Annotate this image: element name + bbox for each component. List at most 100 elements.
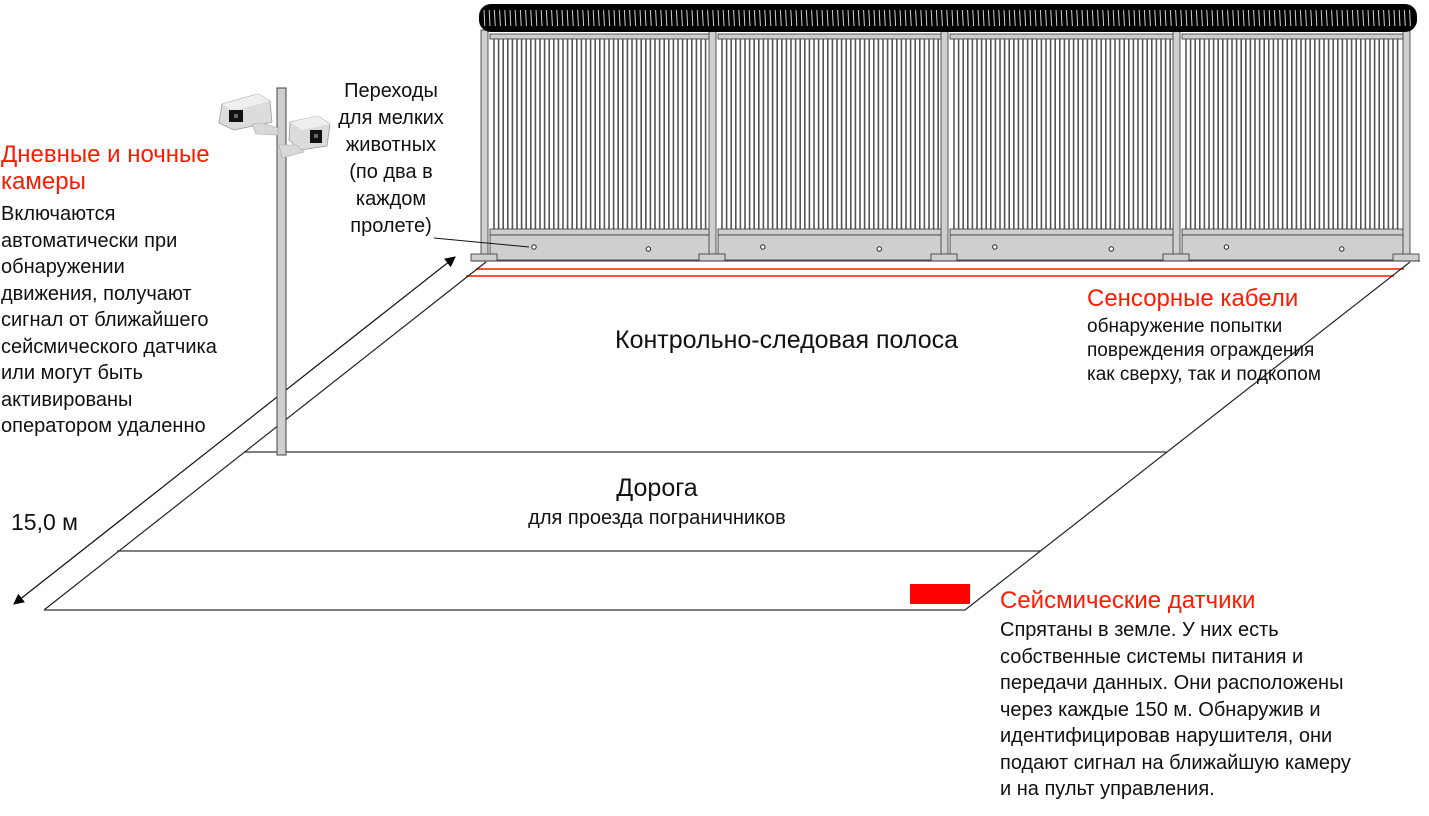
- animal-passage-hole: [992, 244, 998, 250]
- barbed-wire-loop: [894, 9, 897, 27]
- barbed-wire-loop: [961, 9, 964, 27]
- barbed-wire-loop: [1123, 9, 1125, 27]
- barbed-wire-loop: [1039, 9, 1042, 27]
- barbed-wire-loop: [800, 9, 803, 27]
- seismic-sensors-line: и на пульт управления.: [1000, 778, 1215, 800]
- barbed-wire-loop: [1284, 9, 1287, 27]
- barbed-wire-loop: [556, 9, 559, 27]
- animal-passages-line: пролете): [350, 215, 432, 237]
- fence-post: [1172, 29, 1181, 257]
- cameras-title-line: камеры: [1, 168, 86, 195]
- barbed-wire-loop: [920, 9, 923, 27]
- barbed-wire-loop: [1138, 9, 1141, 27]
- barbed-wire-loop: [675, 9, 678, 27]
- fence-plinth: [489, 234, 711, 261]
- barbed-wire-loop: [1112, 9, 1115, 27]
- cameras-description-line: Включаются: [1, 203, 116, 225]
- barbed-wire-loop: [1034, 9, 1037, 27]
- barbed-wire-loop: [1403, 9, 1406, 27]
- barbed-wire-loop: [618, 9, 621, 27]
- fence-top-rail: [717, 33, 943, 40]
- fence-post-footing: [470, 253, 498, 262]
- cameras-description-line: обнаружении: [1, 256, 125, 278]
- barbed-wire-loop: [587, 9, 590, 27]
- barbed-wire-loop: [790, 9, 793, 27]
- barbed-wire-loop: [733, 9, 735, 27]
- animal-passage-hole: [645, 246, 652, 252]
- barbed-wire-loop: [634, 9, 637, 27]
- barbed-wire-loop: [603, 9, 605, 27]
- barbed-wire-loop: [670, 9, 673, 27]
- barbed-wire-loop: [1268, 9, 1271, 27]
- seismic-sensors-line: через каждые 150 м. Обнаружив и: [1000, 698, 1321, 721]
- barbed-wire-loop: [561, 9, 564, 27]
- animal-passage-leader: [433, 237, 530, 248]
- barbed-wire-loop: [915, 9, 917, 27]
- fence-top-rail: [489, 33, 711, 40]
- barbed-wire-loop: [707, 9, 709, 27]
- cameras-description-line: автоматически при: [1, 229, 178, 252]
- fence-post: [940, 29, 949, 257]
- cameras-description-line: сейсмического датчика: [1, 335, 217, 358]
- animal-passages-label: Переходы для мелких животных (по два в к…: [326, 78, 456, 240]
- barbed-wire-loop: [1320, 9, 1323, 27]
- animal-passage-hole: [876, 246, 882, 252]
- barbed-wire-loop: [977, 9, 980, 27]
- sensor-cables-line: обнаружение попытки: [1087, 316, 1283, 337]
- barbed-wire-loop: [1180, 9, 1183, 27]
- seismic-sensors-line: собственные системы питания и: [1000, 645, 1304, 668]
- barbed-wire-loop: [956, 9, 959, 27]
- barbed-wire-loop: [925, 9, 928, 27]
- barbed-wire-loop: [993, 9, 995, 27]
- barbed-wire-loop: [1086, 9, 1089, 27]
- barbed-wire-loop: [1013, 9, 1016, 27]
- barbed-wire-loop: [889, 9, 891, 27]
- barbed-wire-loop: [1185, 9, 1188, 27]
- fence-top-rail: [949, 33, 1175, 40]
- barbed-wire-loop: [753, 9, 756, 27]
- barbed-wire-loop: [1310, 9, 1313, 27]
- pole: [276, 87, 287, 456]
- barbed-wire-loop: [1237, 9, 1240, 27]
- barbed-wire-loop: [1128, 9, 1131, 27]
- barbed-wire-loop: [967, 9, 969, 27]
- ground: [13, 256, 1411, 611]
- animal-passages-line: каждом: [355, 188, 427, 210]
- barbed-wire-loop: [545, 9, 548, 27]
- seismic-sensors-line: Спрятаны в земле. У них есть: [1000, 619, 1279, 641]
- barbed-wire-loop: [592, 9, 595, 27]
- barbed-wire-loop: [1169, 9, 1172, 27]
- barbed-wire-loop: [571, 9, 574, 27]
- barbed-wire-loop: [878, 9, 881, 27]
- barbed-wire-loop: [811, 9, 813, 27]
- barbed-wire-loop: [1383, 9, 1385, 27]
- barbed-wire-loop: [831, 9, 834, 27]
- barbed-wire-loop: [774, 9, 777, 27]
- cameras-title-line: Дневные и ночные: [1, 141, 210, 168]
- barbed-wire-loop: [613, 9, 616, 27]
- barbed-wire-loop: [509, 9, 512, 27]
- barbed-wire-loop: [1393, 9, 1396, 27]
- barbed-wire-loop: [899, 9, 902, 27]
- barbed-wire-loop: [1299, 9, 1302, 27]
- barbed-wire-loop: [623, 9, 626, 27]
- barbed-wire-loop: [701, 9, 704, 27]
- road-title: Дорога: [616, 474, 698, 502]
- sensor-cables-title: Сенсорные кабели: [1087, 285, 1299, 312]
- barbed-wire-loop: [863, 9, 865, 27]
- sensor-cables-description: обнаружение попытки повреждения огражден…: [1087, 315, 1321, 387]
- fence-post: [708, 29, 717, 257]
- camera-pole: [218, 87, 331, 456]
- barbed-wire-loop: [1055, 9, 1058, 27]
- barbed-wire-loop: [842, 9, 845, 27]
- seismic-sensors-line: передачи данных. Они расположены: [1000, 672, 1344, 694]
- barbed-wire-loop: [972, 9, 975, 27]
- barbed-wire-loop: [1294, 9, 1297, 27]
- barbed-wire-loop: [514, 9, 517, 27]
- barbed-wire-loop: [1211, 9, 1214, 27]
- animal-passages-line: для мелких: [338, 107, 444, 129]
- barbed-wire-loop: [1076, 9, 1079, 27]
- barbed-wire-loop: [660, 9, 663, 27]
- barbed-wire-loop: [1227, 9, 1229, 27]
